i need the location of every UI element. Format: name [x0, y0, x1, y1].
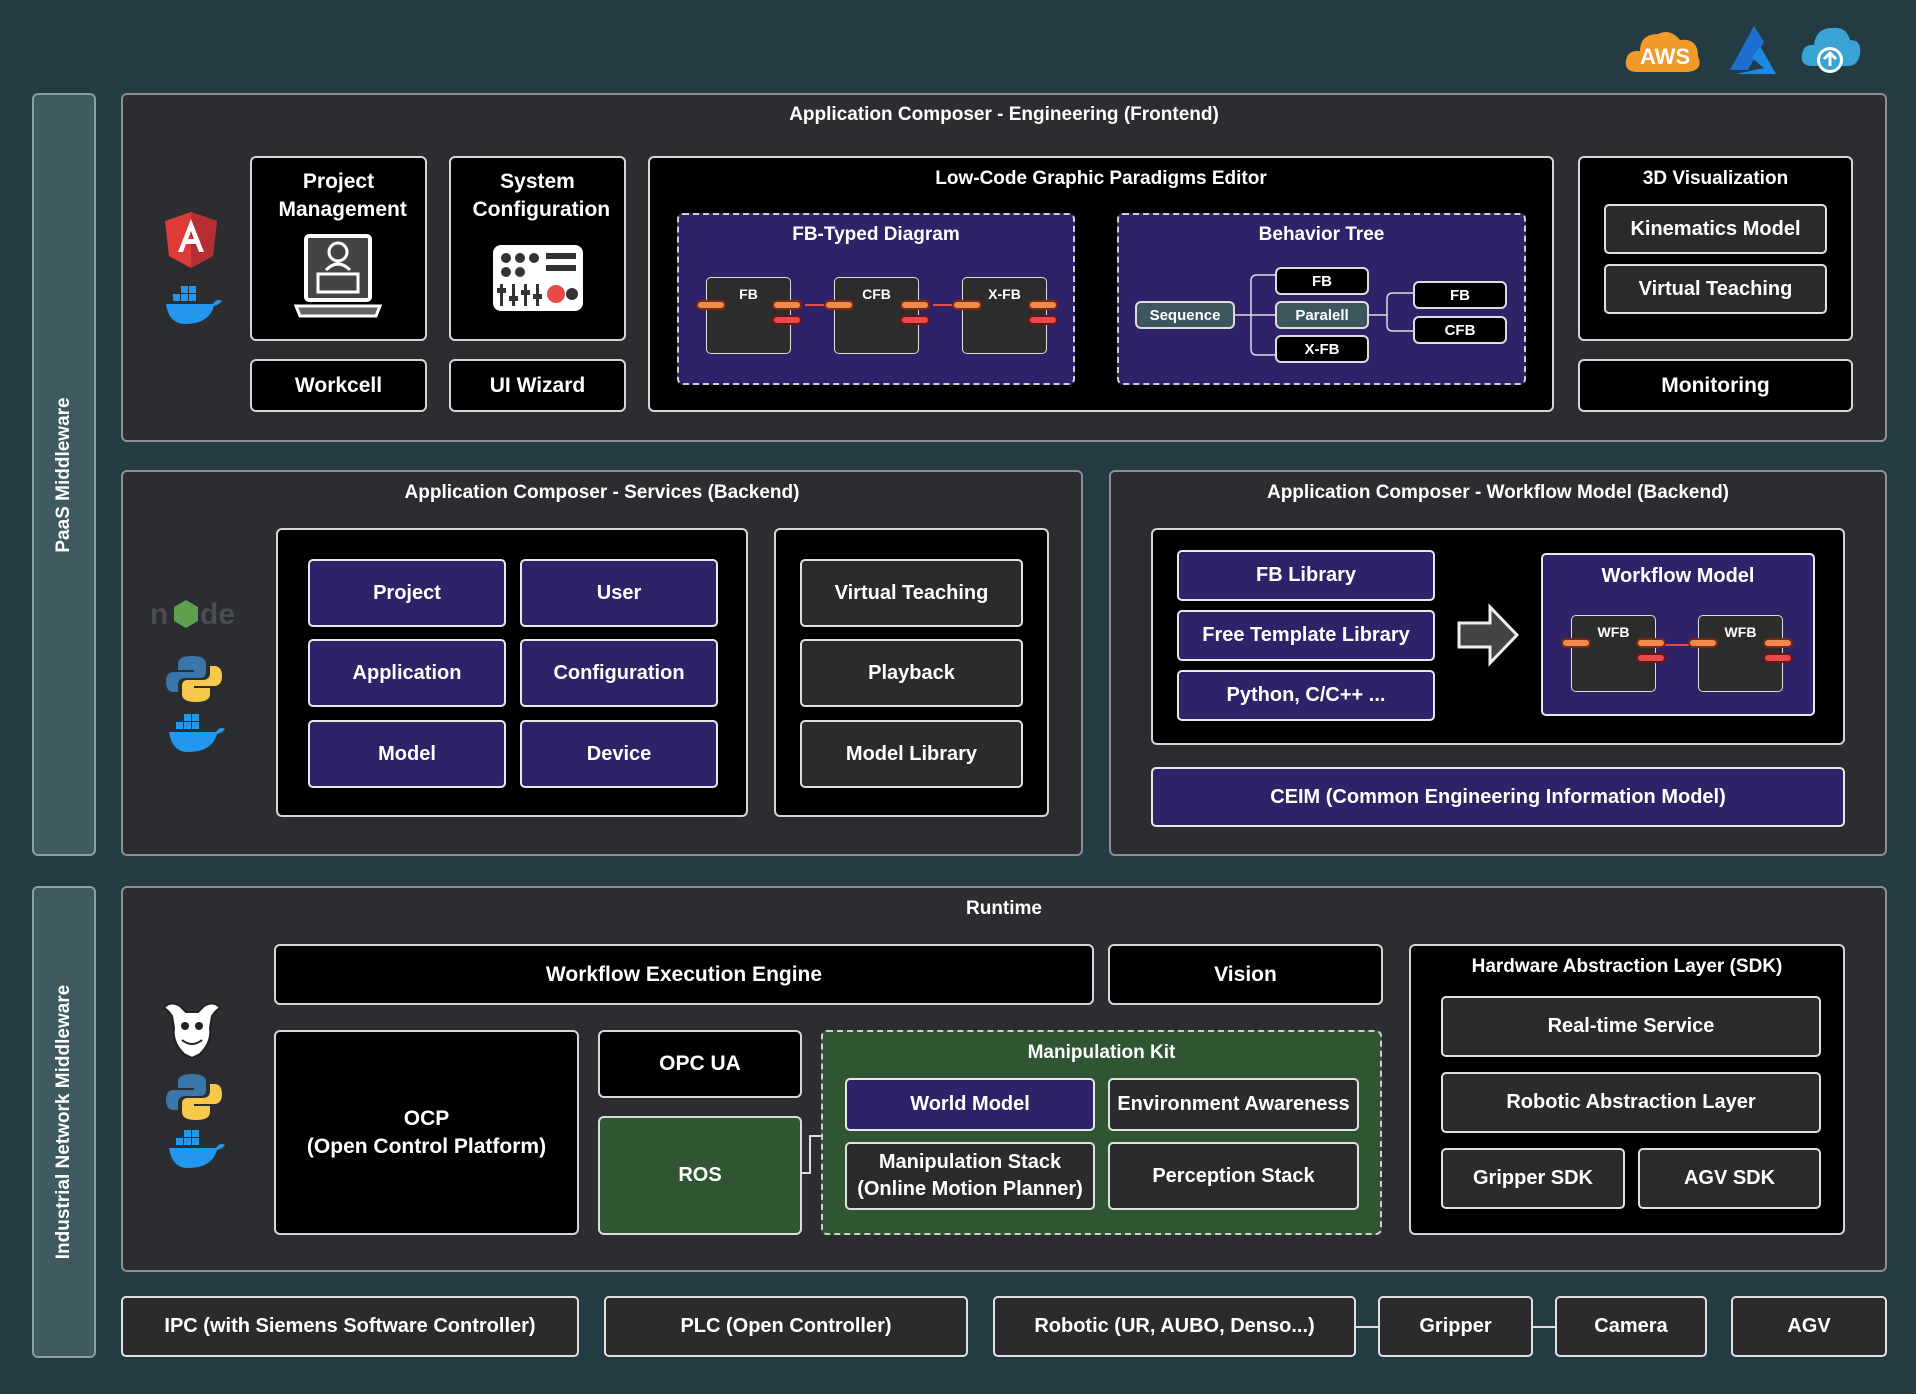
cfb-event-port [900, 315, 930, 325]
vision-box[interactable]: Vision [1108, 944, 1383, 1005]
wfb-output-port [1636, 638, 1666, 648]
manipulation-kit-title: Manipulation Kit [1027, 1042, 1176, 1063]
service-device[interactable]: Device [520, 720, 718, 788]
system-configuration-label: System Configuration [472, 170, 611, 221]
opc-ua-box[interactable]: OPC UA [598, 1030, 802, 1098]
workcell-box[interactable]: Workcell [250, 359, 427, 412]
wfb-input-port [1688, 638, 1718, 648]
virtual-teaching-box[interactable]: Virtual Teaching [1604, 264, 1827, 314]
fb-library-box[interactable]: FB Library [1177, 550, 1435, 601]
manipulation-stack-box[interactable]: Manipulation Stack (Online Motion Planne… [845, 1142, 1095, 1210]
wfb-event-port [1636, 653, 1666, 663]
aws-label: AWS [1640, 44, 1691, 69]
service-virtual-teaching[interactable]: Virtual Teaching [800, 559, 1023, 627]
angular-icon [163, 210, 219, 270]
robotic-box[interactable]: Robotic (UR, AUBO, Denso...) [993, 1296, 1356, 1357]
service-application[interactable]: Application [308, 639, 506, 707]
arrow-right-icon [1456, 603, 1520, 667]
svg-text:de: de [200, 598, 235, 631]
services-title: Application Composer - Services (Backend… [404, 482, 800, 503]
service-project[interactable]: Project [308, 559, 506, 627]
aws-icon: AWS [1624, 24, 1704, 76]
camera-box[interactable]: Camera [1555, 1296, 1707, 1357]
industrial-network-middleware-label: Industrial Network Middleware [32, 886, 96, 1358]
bt-cfb-leaf-node[interactable]: CFB [1413, 316, 1507, 344]
runtime-title: Runtime [966, 898, 1042, 919]
gripper-sdk-box[interactable]: Gripper SDK [1441, 1148, 1625, 1209]
docker-icon [166, 1128, 226, 1172]
bt-sequence-node[interactable]: Sequence [1135, 301, 1235, 329]
workflow-execution-engine-box[interactable]: Workflow Execution Engine [274, 944, 1094, 1005]
xfb-input-port [952, 300, 982, 310]
fb-output-port [772, 300, 802, 310]
wfb-event-port [1763, 653, 1793, 663]
wfb-input-port [1561, 638, 1591, 648]
xfb-event-port [1028, 315, 1058, 325]
perception-stack-box[interactable]: Perception Stack [1108, 1142, 1359, 1210]
wfb-output-port [1763, 638, 1793, 648]
cfb-output-port [900, 300, 930, 310]
kinematics-model-box[interactable]: Kinematics Model [1604, 204, 1827, 254]
ui-wizard-box[interactable]: UI Wizard [449, 359, 626, 412]
docker-icon [166, 712, 226, 756]
agv-sdk-box[interactable]: AGV SDK [1638, 1148, 1821, 1209]
gripper-box[interactable]: Gripper [1378, 1296, 1533, 1357]
workflow-title: Application Composer - Workflow Model (B… [1266, 482, 1729, 503]
bt-fb-node[interactable]: FB [1275, 267, 1369, 295]
python-icon [166, 654, 222, 704]
real-time-service-box[interactable]: Real-time Service [1441, 996, 1821, 1057]
ui-wizard-label: UI Wizard [489, 373, 586, 397]
fb-input-port [696, 300, 726, 310]
monitoring-box[interactable]: Monitoring [1578, 359, 1853, 412]
ipc-box[interactable]: IPC (with Siemens Software Controller) [121, 1296, 579, 1357]
ros-connector [802, 1135, 826, 1174]
bt-xfb-node[interactable]: X-FB [1275, 335, 1369, 363]
python-icon [166, 1072, 222, 1122]
cloud-upload-icon [1800, 22, 1862, 78]
ocp-box[interactable]: OCP (Open Control Platform) [274, 1030, 579, 1235]
svg-text:n: n [150, 598, 168, 631]
world-model-box[interactable]: World Model [845, 1078, 1095, 1131]
hal-sdk-title: Hardware Abstraction Layer (SDK) [1471, 956, 1783, 977]
ceim-box[interactable]: CEIM (Common Engineering Information Mod… [1151, 767, 1845, 827]
project-management-label: Project Management [278, 170, 407, 221]
fb-typed-diagram-title: FB-Typed Diagram [792, 224, 960, 245]
fb-event-port [772, 315, 802, 325]
free-template-library-box[interactable]: Free Template Library [1177, 610, 1435, 661]
service-playback[interactable]: Playback [800, 639, 1023, 707]
service-model[interactable]: Model [308, 720, 506, 788]
frontend-title: Application Composer - Engineering (Fron… [789, 104, 1219, 125]
fb-connectors [805, 304, 962, 306]
docker-icon [163, 284, 223, 328]
service-user[interactable]: User [520, 559, 718, 627]
cfb-input-port [824, 300, 854, 310]
agv-box[interactable]: AGV [1731, 1296, 1887, 1357]
bt-paralell-node[interactable]: Paralell [1275, 301, 1369, 329]
workcell-label: Workcell [294, 373, 383, 397]
behavior-tree-title: Behavior Tree [1258, 224, 1385, 245]
ros-box[interactable]: ROS [598, 1116, 802, 1235]
control-panel-icon [492, 244, 584, 312]
paas-middleware-label: PaaS Middleware [32, 93, 96, 856]
bt-fb-leaf-node[interactable]: FB [1413, 281, 1507, 309]
robotic-abstraction-layer-box[interactable]: Robotic Abstraction Layer [1441, 1072, 1821, 1133]
azure-icon [1720, 24, 1790, 76]
gnu-icon [160, 998, 224, 1060]
hardware-connectors [1356, 1326, 1555, 1328]
service-configuration[interactable]: Configuration [520, 639, 718, 707]
xfb-output-port [1028, 300, 1058, 310]
workflow-model-title: Workflow Model [1601, 565, 1755, 587]
3d-visualization-title: 3D Visualization [1642, 168, 1789, 189]
service-model-library[interactable]: Model Library [800, 720, 1023, 788]
plc-box[interactable]: PLC (Open Controller) [604, 1296, 968, 1357]
python-cpp-box[interactable]: Python, C/C++ ... [1177, 670, 1435, 721]
low-code-editor-title: Low-Code Graphic Paradigms Editor [935, 168, 1267, 189]
behavior-tree-connectors [1233, 274, 1413, 356]
laptop-user-icon [292, 228, 384, 322]
environment-awareness-box[interactable]: Environment Awareness [1108, 1078, 1359, 1131]
